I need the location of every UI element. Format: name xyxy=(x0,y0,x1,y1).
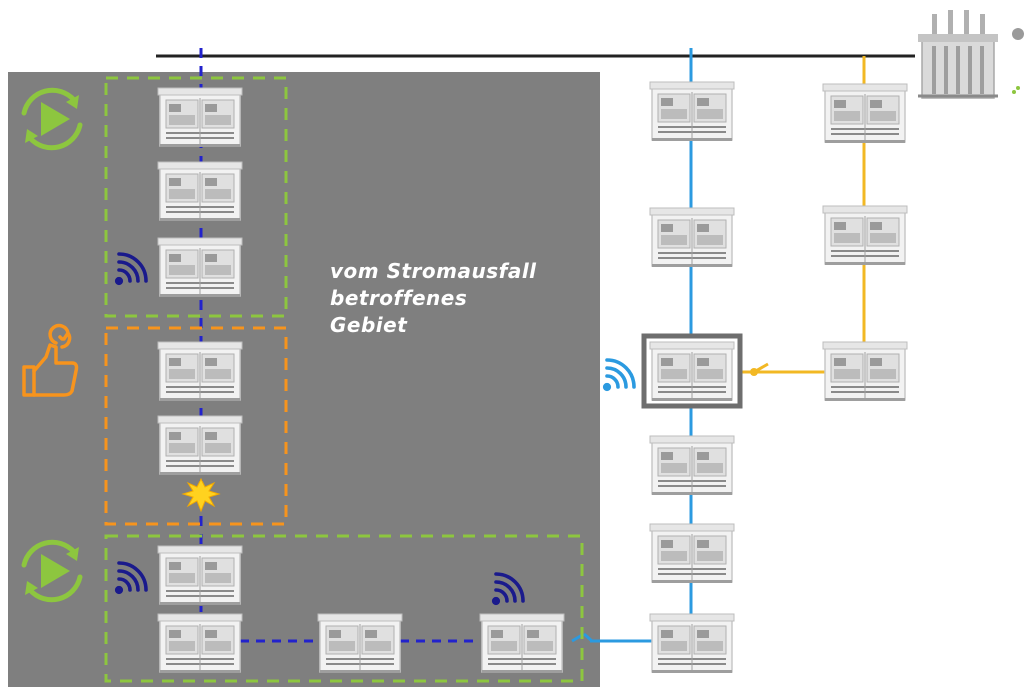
affected-area-label-line-1: vom Stromausfall xyxy=(330,259,537,283)
fault-explosion-icon xyxy=(181,477,221,513)
thumbs-up-wrench-icon xyxy=(22,323,79,397)
affected-area-label: vom Stromausfall betroffenes Gebiet xyxy=(330,258,590,339)
zone-repair xyxy=(104,326,288,526)
affected-area-label-line-2: betroffenes xyxy=(330,286,468,310)
affected-area-label-line-3: Gebiet xyxy=(330,313,408,337)
transformer-icon xyxy=(918,10,1024,99)
zone-restored-lower xyxy=(104,534,584,683)
switch-pivot-yellow xyxy=(750,368,758,376)
zone-restored-upper xyxy=(104,76,288,318)
